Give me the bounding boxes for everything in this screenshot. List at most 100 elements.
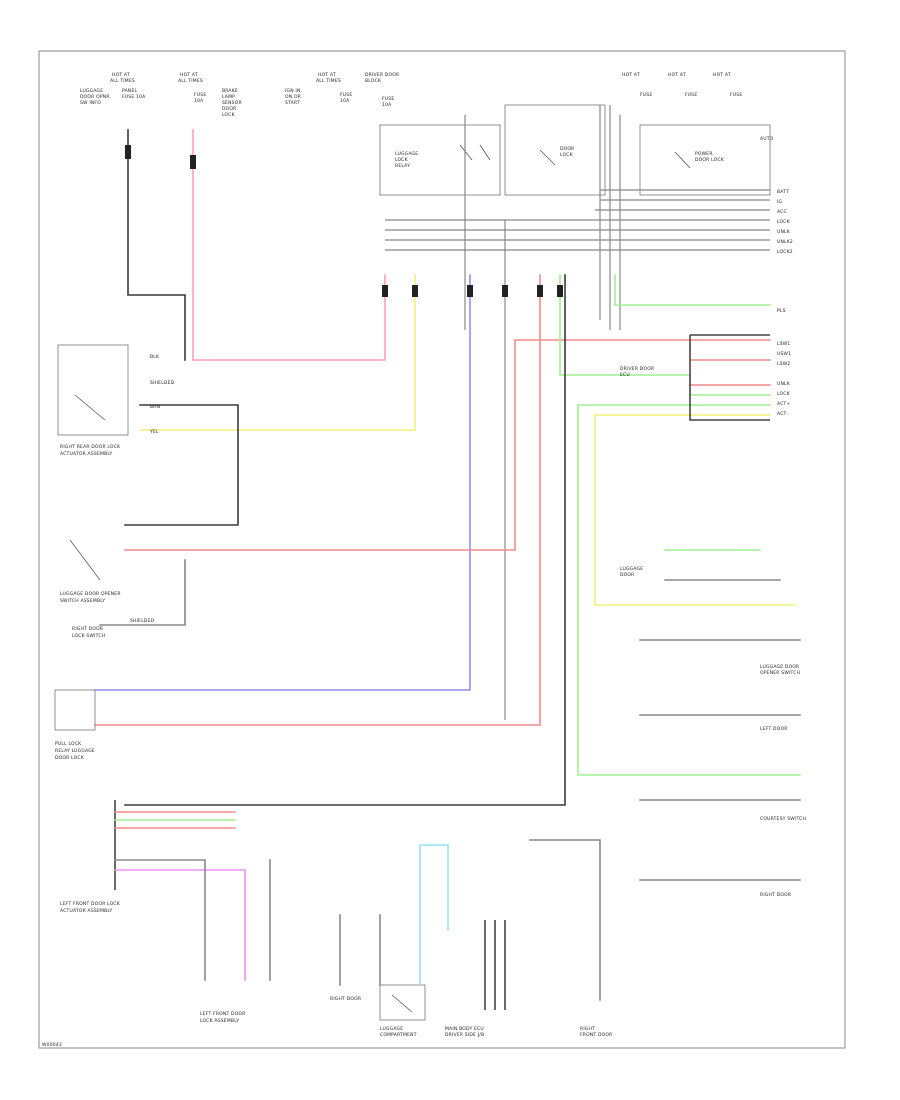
svg-text:LOCK: LOCK [395,157,409,163]
svg-text:LOCK: LOCK [777,219,791,225]
svg-text:PULL LOCK: PULL LOCK [55,741,82,747]
svg-text:ACTUATOR ASSEMBLY: ACTUATOR ASSEMBLY [60,451,112,457]
svg-text:LEFT FRONT DOOR: LEFT FRONT DOOR [200,1011,246,1017]
svg-text:ALL TIMES: ALL TIMES [316,78,341,84]
svg-text:DOOR LOCK: DOOR LOCK [695,157,725,163]
svg-text:LOCK2: LOCK2 [777,249,793,255]
driver-door-ecu-label: DRIVER DOOR [620,366,654,372]
svg-text:YEL: YEL [149,429,159,435]
wire-pnk-1 [192,129,386,361]
svg-text:FRONT DOOR: FRONT DOOR [580,1032,612,1038]
svg-text:HOT AT: HOT AT [180,72,198,78]
svg-text:BATT: BATT [777,189,789,195]
luggage-door-relay: LUGGAGE LOCK RELAY [379,124,501,196]
svg-text:UNLK: UNLK [777,229,791,235]
svg-text:DOOR: DOOR [222,106,236,112]
wire-blk-3 [124,404,239,526]
svg-text:LOCK: LOCK [222,112,236,118]
svg-text:IG: IG [777,199,783,205]
svg-text:DRIVER SIDE J/B: DRIVER SIDE J/B [445,1032,484,1038]
svg-text:COMPARTMENT: COMPARTMENT [380,1032,417,1038]
svg-text:FUSE: FUSE [382,96,394,102]
svg-text:HOT AT: HOT AT [622,72,640,78]
svg-text:RELAY: RELAY [395,163,410,169]
svg-text:FUSE: FUSE [640,92,652,98]
right-connector-bracket [689,334,770,421]
svg-text:LAMP: LAMP [222,94,235,100]
svg-text:MAIN BODY ECU: MAIN BODY ECU [445,1026,484,1032]
svg-text:ALL TIMES: ALL TIMES [178,78,203,84]
rr-door-lock-switch: RIGHT REAR DOOR LOCK ACTUATOR ASSEMBLY B… [57,344,175,457]
svg-text:BLOCK: BLOCK [365,78,382,84]
svg-text:ON OR: ON OR [285,94,301,100]
svg-text:LUGGAGE: LUGGAGE [395,151,418,157]
right-lower-switches: LUGGAGE DOOR OPENER SWITCH LEFT DOOR COU… [620,549,806,898]
svg-text:ACT-: ACT- [777,411,788,417]
wire-grn-2 [614,274,771,306]
svg-text:SHIELDED: SHIELDED [150,380,175,386]
svg-text:ACTUATOR ASSEMBLY: ACTUATOR ASSEMBLY [60,908,112,914]
svg-text:FUSE 10A: FUSE 10A [122,94,146,100]
svg-text:LUGGAGE DOOR: LUGGAGE DOOR [760,664,799,670]
svg-text:ALL TIMES: ALL TIMES [110,78,135,84]
svg-text:FUSE: FUSE [685,92,697,98]
svg-text:LUGGAGE: LUGGAGE [80,88,103,94]
connector-markers [125,145,563,297]
svg-text:HOT AT: HOT AT [318,72,336,78]
wire-blu-1 [94,274,471,691]
svg-text:RIGHT DOOR: RIGHT DOOR [760,892,791,898]
svg-text:SHIELDED: SHIELDED [130,618,155,624]
svg-text:LUGGAGE DOOR OPENER: LUGGAGE DOOR OPENER [60,591,121,597]
wire-red-2 [124,339,771,551]
wire-grn-1 [559,274,691,376]
svg-text:SWITCH ASSEMBLY: SWITCH ASSEMBLY [60,598,105,604]
footer-code: W00043 [42,1042,62,1048]
wire-yel-1 [139,274,416,431]
svg-text:LOCK ASSEMBLY: LOCK ASSEMBLY [200,1018,239,1024]
svg-text:DOOR LOCK: DOOR LOCK [55,755,85,761]
svg-text:RIGHT DOOR: RIGHT DOOR [72,626,103,632]
svg-text:DOOR: DOOR [560,146,574,152]
svg-text:AUTO: AUTO [760,136,774,142]
svg-text:BRAKE: BRAKE [222,88,238,94]
svg-text:USW1: USW1 [777,351,791,357]
svg-text:FUSE: FUSE [194,92,206,98]
pull-lock-relay: PULL LOCK RELAY LUGGAGE DOOR LOCK [54,689,96,761]
svg-text:OPENER SWITCH: OPENER SWITCH [760,670,800,676]
diagram-border [38,50,846,1049]
wire-blk-1 [127,129,186,361]
svg-text:RIGHT REAR DOOR LOCK: RIGHT REAR DOOR LOCK [60,444,121,450]
svg-text:UNLK2: UNLK2 [777,239,793,245]
svg-text:ACT+: ACT+ [777,401,790,407]
svg-text:PANEL: PANEL [122,88,138,94]
svg-text:IGN IN: IGN IN [285,88,301,94]
svg-text:LSW1: LSW1 [777,341,790,347]
svg-text:HOT AT: HOT AT [713,72,731,78]
svg-text:HOT AT: HOT AT [668,72,686,78]
svg-text:LOCK: LOCK [560,152,574,158]
svg-text:DRIVER DOOR: DRIVER DOOR [365,72,399,78]
svg-text:COURTESY SWITCH: COURTESY SWITCH [760,816,806,822]
svg-text:10A: 10A [382,102,392,108]
luggage-door-opener-switch: LUGGAGE DOOR OPENER SWITCH ASSEMBLY RIGH… [60,539,186,639]
wire-grn-4 [577,404,801,776]
svg-text:SW INFO: SW INFO [80,100,101,106]
lf-door-lock-connector: LEFT FRONT DOOR LOCK ACTUATOR ASSEMBLY L… [60,800,271,1024]
wire-red-1 [94,274,541,726]
svg-text:LOCK: LOCK [777,391,791,397]
svg-text:LEFT FRONT DOOR LOCK: LEFT FRONT DOOR LOCK [60,901,121,907]
svg-text:RIGHT: RIGHT [580,1026,595,1032]
svg-text:SENSOR: SENSOR [222,100,242,106]
svg-text:PLS: PLS [777,308,786,314]
top-bus-lines [385,105,770,720]
svg-text:LEFT DOOR: LEFT DOOR [760,726,788,732]
svg-text:RIGHT DOOR: RIGHT DOOR [330,996,361,1002]
svg-text:RELAY LUGGAGE: RELAY LUGGAGE [55,748,95,754]
svg-text:10A: 10A [340,98,350,104]
svg-text:START: START [285,100,300,106]
